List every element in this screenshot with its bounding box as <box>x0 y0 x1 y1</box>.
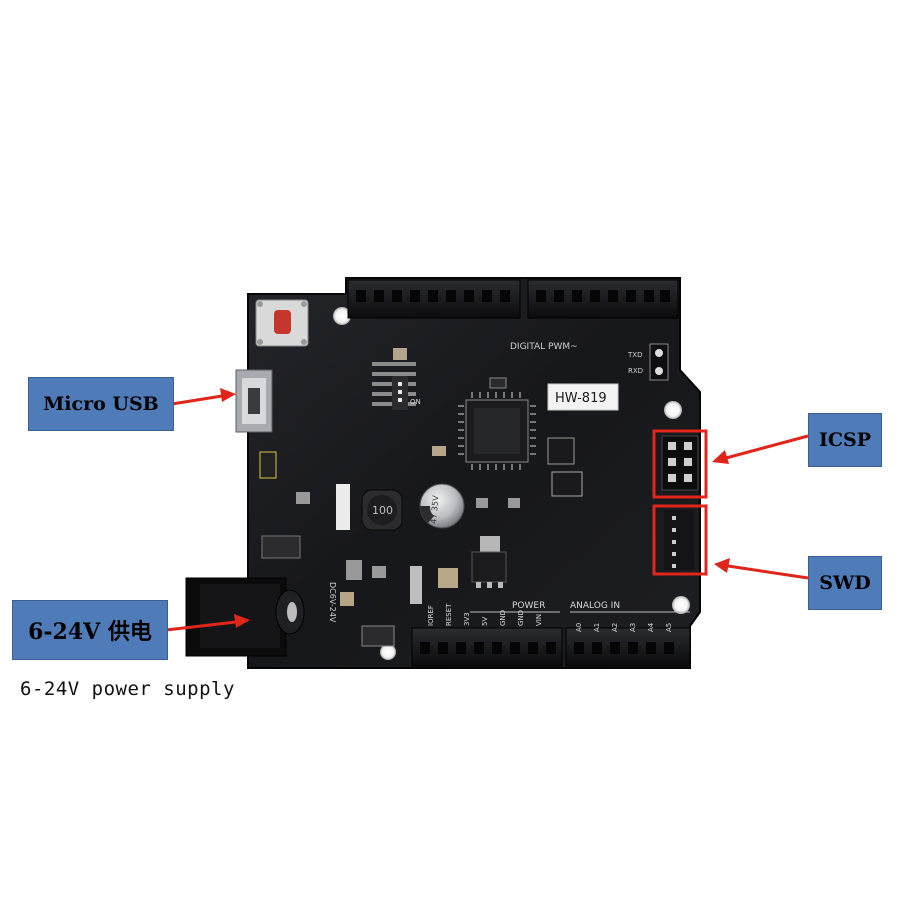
pin-label: 5V <box>481 617 489 626</box>
inductor <box>361 489 403 531</box>
reset-button <box>255 299 309 347</box>
capacitor-text: 47 35V <box>429 495 440 525</box>
icsp-callout: ICSP <box>808 413 882 467</box>
voltage-regulator <box>471 536 507 588</box>
smd-components <box>259 348 583 647</box>
pin-label: GND <box>517 610 525 626</box>
power-pin-labels: IOREF RESET 3V3 5V GND GND VIN <box>427 603 543 626</box>
digital-header <box>347 279 679 319</box>
micro-usb-callout-text: Micro USB <box>43 393 159 415</box>
rxd-label: RXD <box>628 367 643 375</box>
inductor-text: 100 <box>372 504 393 517</box>
model-label-box <box>547 383 619 411</box>
mount-hole <box>672 596 690 614</box>
icsp-highlight <box>652 429 708 499</box>
dc-jack <box>185 577 305 657</box>
power-input-callout: 6-24V 供电 <box>12 600 168 660</box>
pin-label: 3V3 <box>463 612 471 626</box>
pcb <box>247 277 701 669</box>
pin-label: A0 <box>575 623 583 632</box>
swd-callout-text: SWD <box>819 572 871 594</box>
pin-label: GND <box>499 610 507 626</box>
icsp-callout-text: ICSP <box>818 429 872 451</box>
digital-label: DIGITAL PWM~ <box>510 342 578 352</box>
micro-usb-port <box>235 369 273 433</box>
power-label: POWER <box>512 601 545 611</box>
caption: 6-24V power supply <box>20 678 235 700</box>
power-header <box>411 627 691 667</box>
analog-pin-labels: A0 A1 A2 A3 A4 A5 <box>575 622 673 632</box>
pin-label: VIN <box>535 614 543 626</box>
mount-hole <box>333 307 351 325</box>
analog-label: ANALOG IN <box>570 601 620 611</box>
pin-label: RESET <box>445 603 453 626</box>
micro-usb-callout: Micro USB <box>28 377 174 431</box>
swd-callout: SWD <box>808 556 882 610</box>
mount-hole <box>380 644 396 660</box>
pin-label: A5 <box>665 623 673 632</box>
electrolytic-capacitor <box>419 483 465 529</box>
mount-hole <box>664 401 682 419</box>
model-label: HW-819 <box>555 391 607 406</box>
pin-label: A4 <box>647 622 655 632</box>
dc-label: DC6V-24V <box>328 582 337 623</box>
icsp-header <box>661 435 699 491</box>
pin-label: A2 <box>611 623 619 632</box>
txd-label: TXD <box>627 351 642 359</box>
swd-highlight <box>652 504 708 576</box>
power-input-callout-text: 6-24V 供电 <box>28 619 152 645</box>
callout-arrows <box>165 388 809 632</box>
mcu-chip <box>458 392 536 470</box>
pin-label: IOREF <box>427 605 435 626</box>
pin-label: A3 <box>629 623 637 632</box>
on-label: ON <box>410 398 421 406</box>
swd-pads <box>664 510 694 570</box>
pin-label: A1 <box>593 623 601 632</box>
